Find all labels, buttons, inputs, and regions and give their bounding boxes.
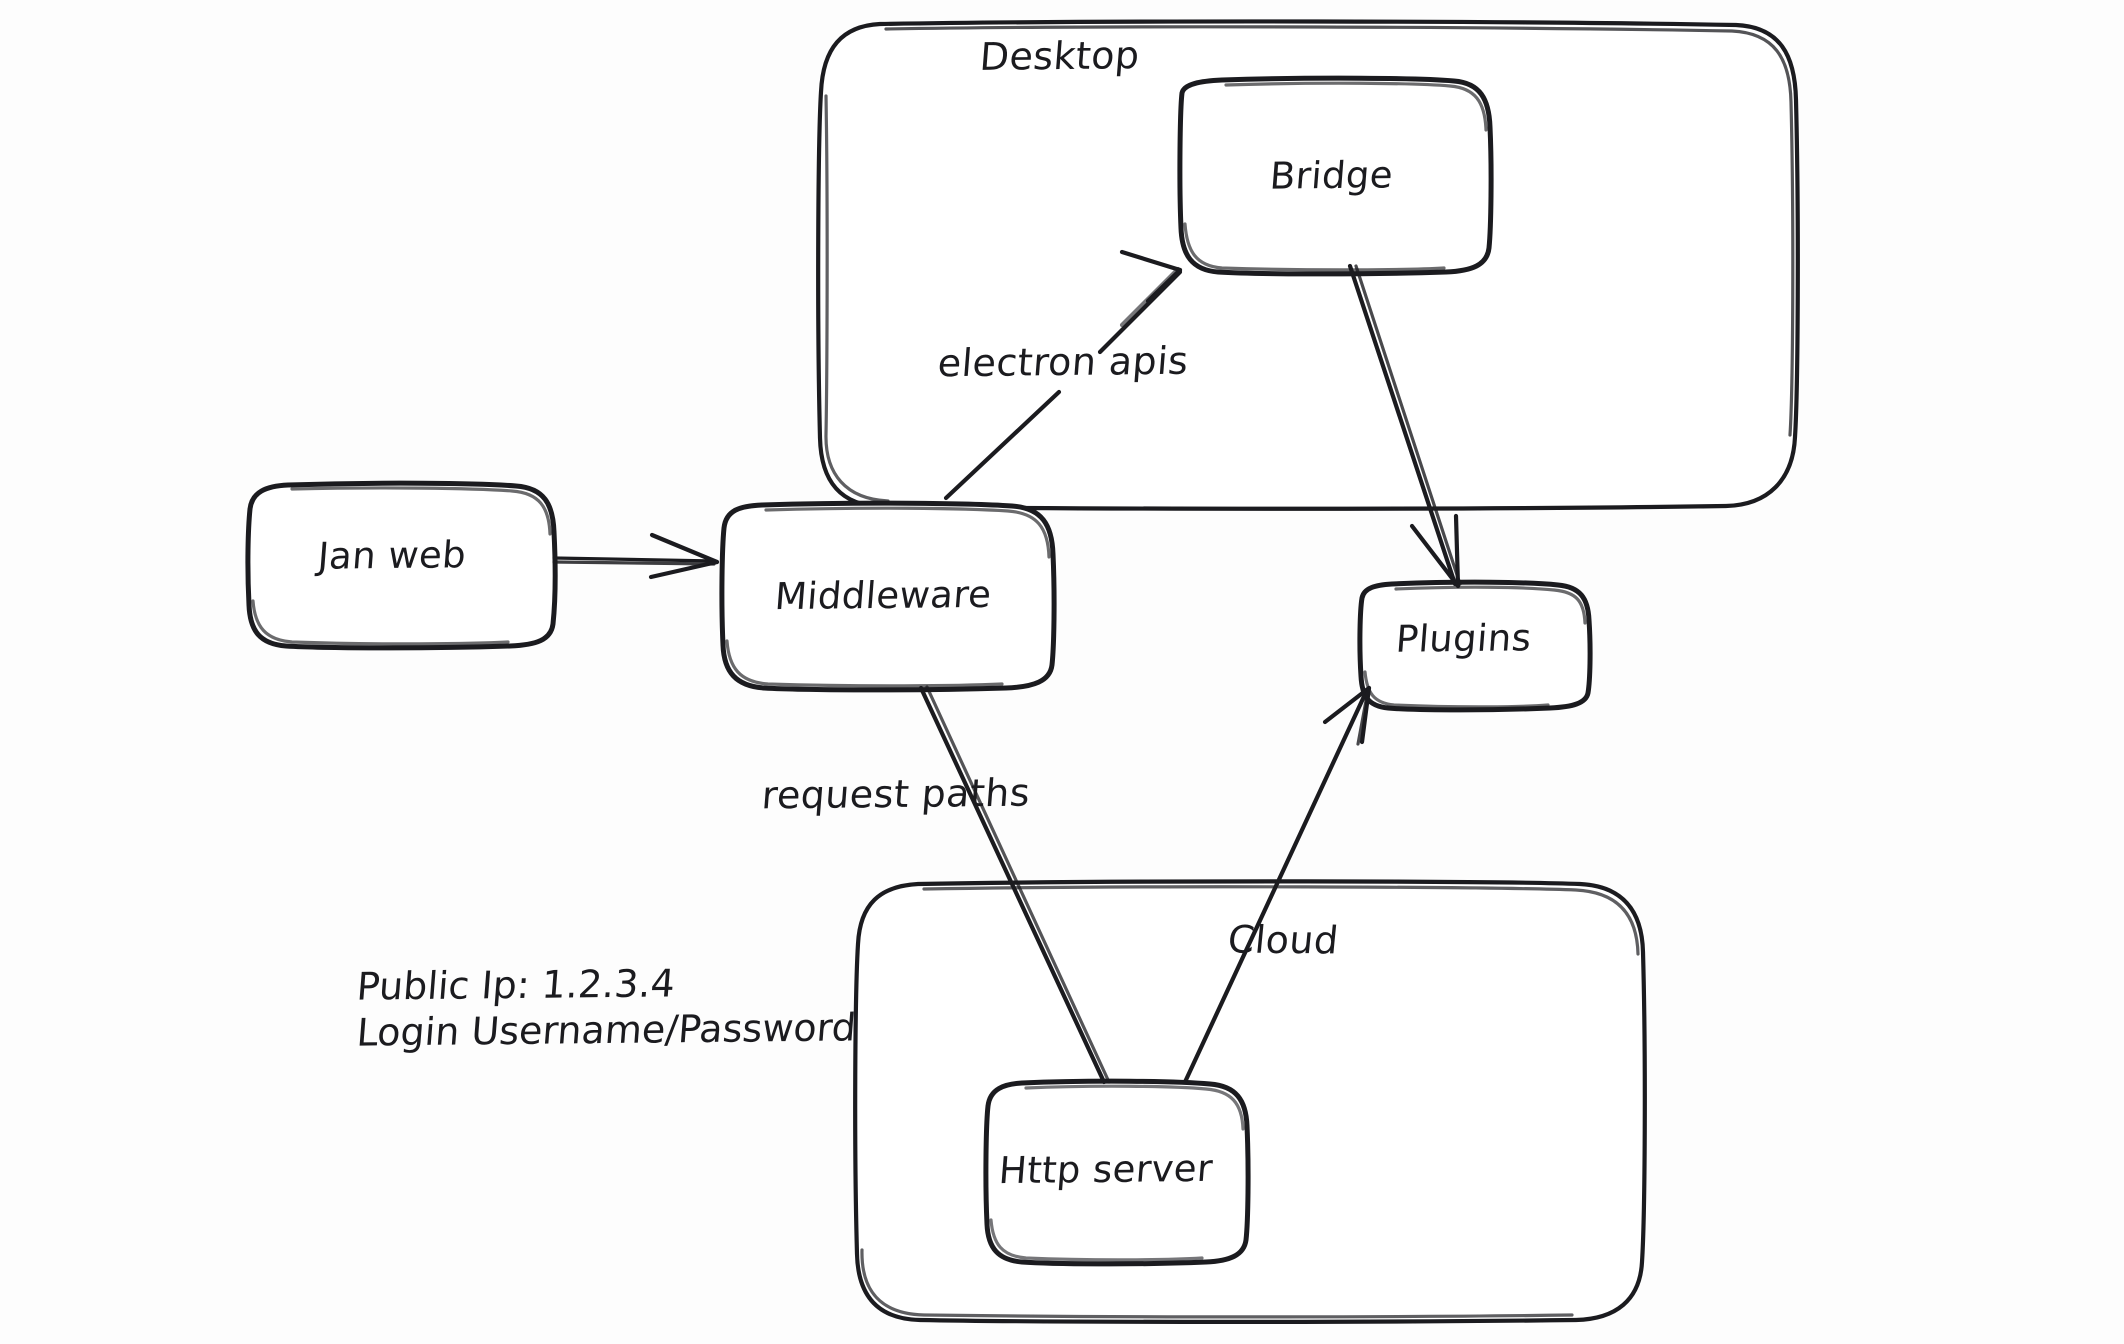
node-plugins-outline[interactable]: [1357, 579, 1593, 713]
edge-http-server-to-plugins: [1182, 685, 1372, 1085]
node-middleware-outline[interactable]: [719, 500, 1057, 693]
group-label-desktop: Desktop: [978, 33, 1142, 79]
node-http-server-outline[interactable]: [983, 1078, 1251, 1267]
node-label-http-server: Http server: [997, 1146, 1215, 1193]
node-label-middleware: Middleware: [773, 572, 994, 619]
connection-note: Public Ip: 1.2.3.4 Login Username/Passwo…: [355, 961, 858, 1055]
edge-bridge-to-plugins: [1347, 263, 1462, 589]
edge-label-electron-apis: electron apis: [936, 338, 1191, 386]
node-label-bridge: Bridge: [1268, 153, 1395, 198]
edge-label-request-paths: request paths: [760, 770, 1032, 818]
edge-jan-web-to-middleware: [552, 532, 720, 580]
edge-middleware-to-bridge: [943, 249, 1183, 501]
node-jan-web-outline[interactable]: [245, 480, 558, 651]
note-line-login: Login Username/Password: [355, 1005, 858, 1055]
edge-middleware-to-http-server: [918, 685, 1111, 1085]
group-label-cloud: Cloud: [1225, 917, 1341, 963]
node-label-plugins: Plugins: [1394, 616, 1534, 661]
node-bridge-outline[interactable]: [1177, 75, 1494, 277]
note-line-public-ip: Public Ip: 1.2.3.4: [355, 961, 677, 1009]
node-label-jan-web: Jan web: [316, 533, 468, 578]
